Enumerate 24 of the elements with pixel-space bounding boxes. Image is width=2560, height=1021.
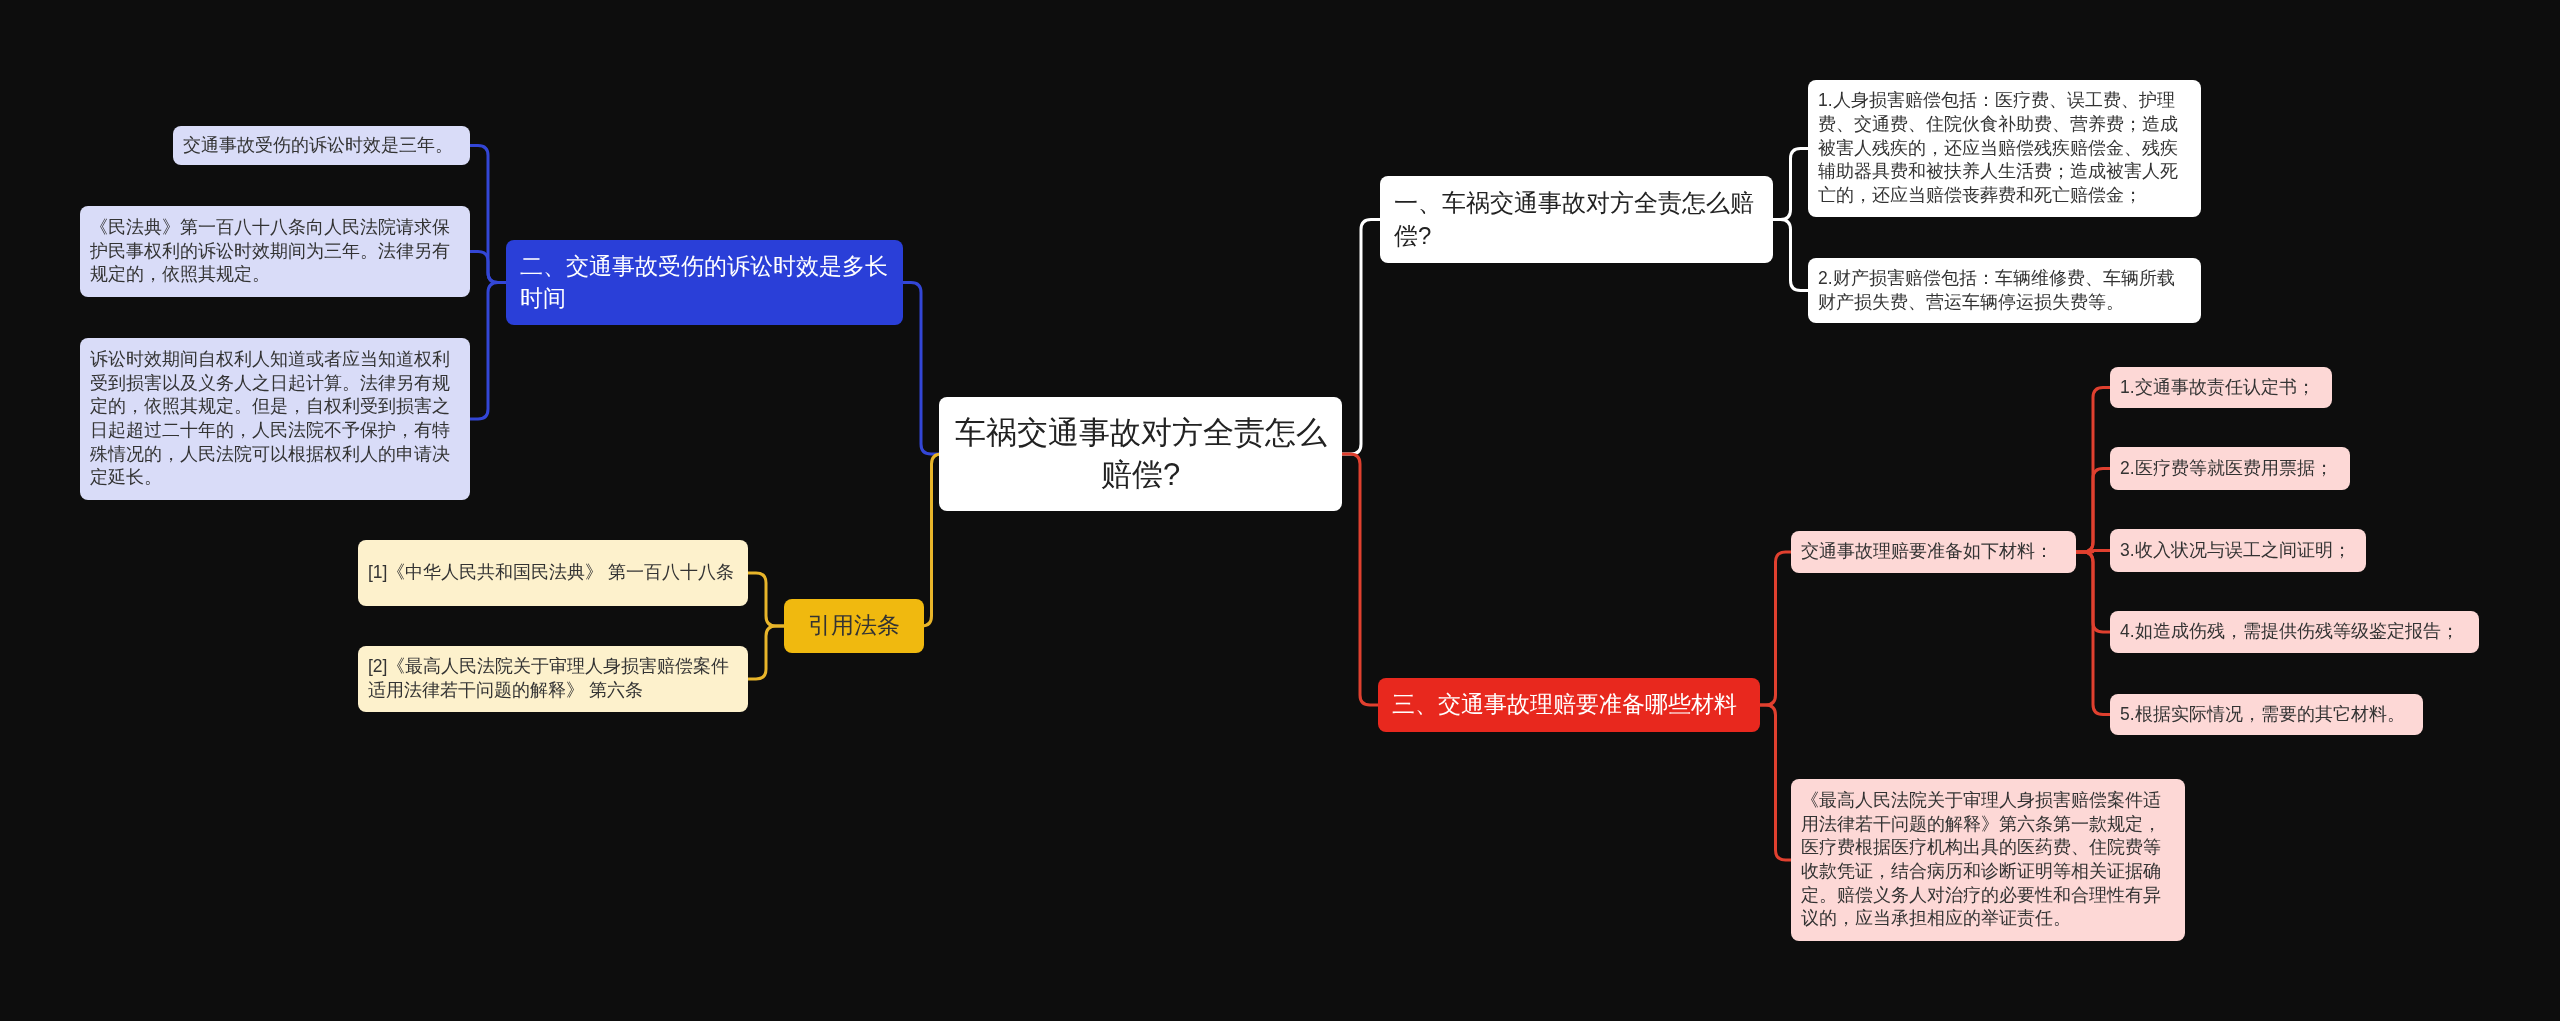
note-box: 《最高人民法院关于审理人身损害赔偿案件适用法律若干问题的解释》第六条第一款规定，医疗费根据医疗机构出具的医药费、住院费等收款凭证，结合病历和诊断证明等相关证据确定。赔偿义务人对治疗的必要性和合理性有异议的，应当承担相应的举证责任。: [1791, 779, 2185, 941]
subtopic-box: 二、交通事故受伤的诉讼时效是多长时间: [506, 240, 903, 325]
subtopic-box: 引用法条: [784, 599, 924, 653]
note-box: [2]《最高人民法院关于审理人身损害赔偿案件适用法律若干问题的解释》 第六条: [358, 646, 748, 712]
connector: [903, 281, 939, 456]
connector: [748, 624, 784, 681]
note-box: [1]《中华人民共和国民法典》 第一百八十八条: [358, 540, 748, 606]
topic-box: 车祸交通事故对方全责怎么赔偿?: [939, 397, 1342, 511]
note-box: 诉讼时效期间自权利人知道或者应当知道权利受到损害以及义务人之日起计算。法律另有规定的，依照其规定。但是，自权利受到损害之日起超过二十年的，人民法院不予保护，有特殊情况的，人民法院可以根据权利人的申请决定延长。: [80, 338, 470, 500]
note-box: 《民法典》第一百八十八条向人民法院请求保护民事权利的诉讼时效期间为三年。法律另有规定的，依照其规定。: [80, 206, 470, 297]
note-box: 4.如造成伤残，需提供伤残等级鉴定报告；: [2110, 611, 2479, 653]
note-box: 5.根据实际情况，需要的其它材料。: [2110, 694, 2423, 735]
note-box: 1.交通事故责任认定书；: [2110, 367, 2332, 408]
note-box: 2.医疗费等就医费用票据；: [2110, 447, 2350, 490]
subtopic-box: 一、车祸交通事故对方全责怎么赔偿?: [1380, 176, 1773, 263]
note-box: 2.财产损害赔偿包括：车辆维修费、车辆所载财产损失费、营运车辆停运损失费等。: [1808, 258, 2201, 323]
subtopic-box: 三、交通事故理赔要准备哪些材料: [1378, 678, 1760, 732]
note-box: 交通事故受伤的诉讼时效是三年。: [173, 126, 470, 165]
note-box: 1.人身损害赔偿包括：医疗费、误工费、护理费、交通费、住院伙食补助费、营养费；造成被害人残疾的，还应当赔偿残疾赔偿金、残疾辅助器具费和被扶养人生活费；造成被害人死亡的，还应当赔偿丧葬费和死亡赔偿金；: [1808, 80, 2201, 217]
note-box: 交通事故理赔要准备如下材料：: [1791, 531, 2076, 573]
connector: [1342, 452, 1378, 707]
connector: [470, 281, 506, 421]
note-box: 3.收入状况与误工之间证明；: [2110, 529, 2366, 572]
connector: [1773, 218, 1808, 292]
